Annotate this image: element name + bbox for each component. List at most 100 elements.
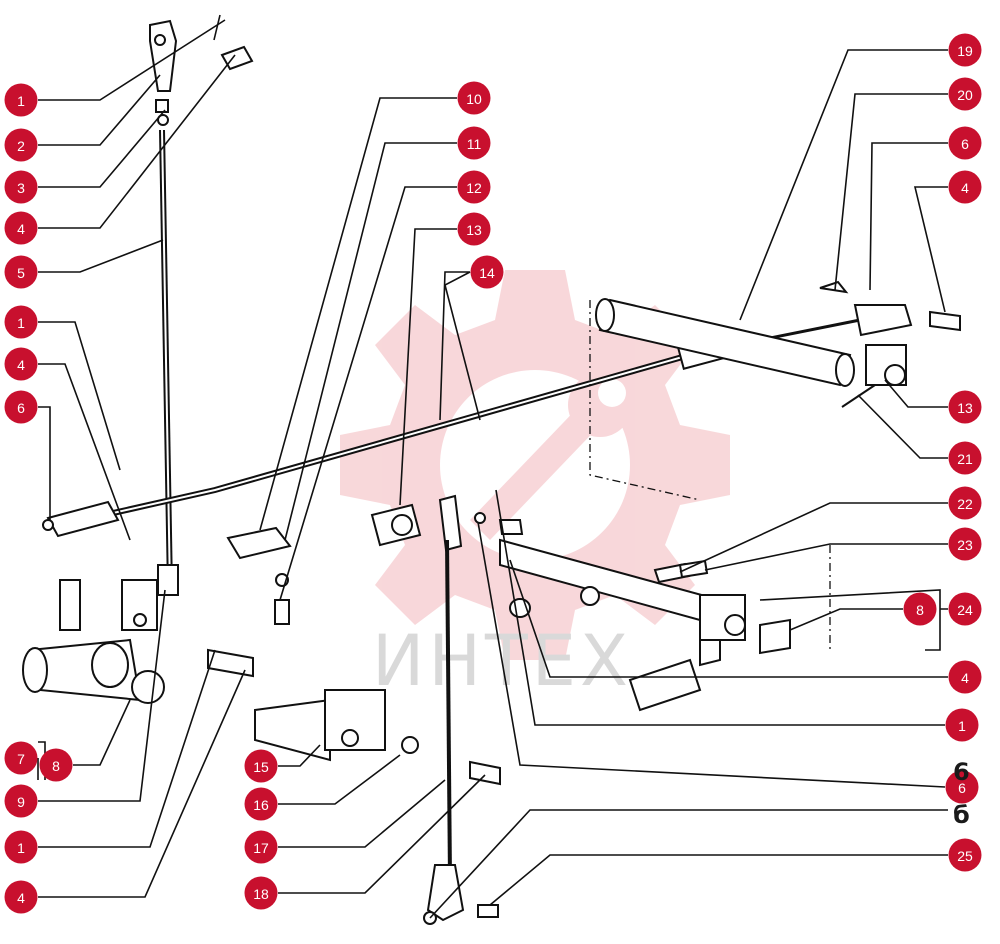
callout-4: 4 [4, 880, 38, 914]
callout-12: 12 [457, 170, 491, 204]
callout-circle [457, 81, 491, 115]
callout-14: 14 [470, 255, 504, 289]
callout-number: 11 [467, 136, 482, 152]
callout-25: 25 [948, 838, 982, 872]
callout-circle [945, 708, 979, 742]
callout-circle [903, 592, 937, 626]
callout-circle [4, 305, 38, 339]
callout-number: 15 [253, 759, 269, 775]
leader-line [278, 779, 446, 848]
callout-circle [4, 880, 38, 914]
callout-number: 4 [17, 890, 25, 906]
callout-number: 3 [17, 180, 25, 196]
callout-6: 6 [948, 126, 982, 160]
leader-line [73, 699, 131, 766]
callout-number: 21 [957, 451, 973, 467]
callout-circle [4, 830, 38, 864]
lower-left-assembly [22, 526, 501, 786]
callout-1: 1 [4, 305, 38, 339]
leader-line [489, 854, 948, 906]
callout-circle [39, 748, 73, 782]
callout-number: 24 [957, 602, 973, 618]
callout-4: 4 [948, 170, 982, 204]
callout-circle [4, 390, 38, 424]
leader-line [439, 271, 481, 421]
callout-16: 16 [244, 787, 278, 821]
callout-circle [948, 838, 982, 872]
callout-number: 12 [466, 180, 482, 196]
leader-line [284, 142, 457, 541]
callout-circle [4, 170, 38, 204]
callout-number: 13 [466, 222, 482, 238]
leader-line [38, 54, 236, 229]
callout-circle [948, 592, 982, 626]
callout-6: 6 [945, 770, 979, 804]
leader-line [399, 228, 457, 506]
callout-circle [948, 126, 982, 160]
callout-number: 9 [17, 794, 25, 810]
leader-line [38, 589, 166, 802]
callout-number: 8 [52, 758, 60, 774]
callout-8: 8 [39, 748, 73, 782]
callout-circle [4, 784, 38, 818]
callout-number: 19 [957, 43, 973, 59]
callout-circle [4, 347, 38, 381]
upper-right-shaft [589, 280, 961, 650]
callout-circle [244, 787, 278, 821]
callout-1: 1 [945, 708, 979, 742]
callout-circle [4, 83, 38, 117]
callout-number: 10 [466, 91, 482, 107]
leader-line [429, 809, 948, 919]
callout-22: 22 [948, 486, 982, 520]
callout-number: 7 [17, 751, 25, 767]
callout-2: 2 [4, 128, 38, 162]
callout-number: 22 [957, 496, 973, 512]
callout-circle [457, 126, 491, 160]
lower-right-frame [370, 494, 791, 712]
callout-number: 4 [17, 357, 25, 373]
callout-circle [244, 876, 278, 910]
callout-circle [948, 33, 982, 67]
parts-drawing [22, 14, 961, 925]
callout-number: 6 [17, 400, 25, 416]
leader-line [913, 186, 948, 313]
leader-line [759, 589, 948, 651]
callout-7: 7 [4, 741, 38, 775]
callout-number: 1 [958, 718, 966, 734]
callout-circle [948, 170, 982, 204]
callout-number: 8 [916, 602, 924, 618]
callout-11: 11 [457, 126, 491, 160]
callout-circle [4, 741, 38, 775]
leader-line [789, 608, 903, 631]
leader-line [278, 754, 401, 805]
leader-line [278, 744, 321, 767]
watermark-gear-logo [340, 270, 730, 660]
leader-line [38, 649, 216, 848]
callout-8: 8 [903, 592, 937, 626]
wrench-icon [470, 400, 605, 540]
leader-line [38, 239, 164, 273]
leader-line [259, 97, 457, 531]
callout-number: 1 [17, 840, 25, 856]
callout-circle [457, 212, 491, 246]
callout-13: 13 [457, 212, 491, 246]
callout-circle [470, 255, 504, 289]
callout-21: 21 [948, 441, 982, 475]
callout-4: 4 [4, 211, 38, 245]
callout-24: 24 [948, 592, 982, 626]
leader-line [679, 502, 948, 573]
callout-number: 4 [961, 180, 969, 196]
leader-line [834, 93, 948, 291]
callout-number: 14 [479, 265, 495, 281]
stray-label-6: 6 [953, 758, 970, 786]
callout-4: 4 [948, 660, 982, 694]
callout-circle [945, 770, 979, 804]
callout-number: 23 [957, 537, 973, 553]
callout-1: 1 [4, 830, 38, 864]
callout-number: 20 [957, 87, 973, 103]
leader-line [38, 74, 161, 146]
callout-circle [244, 749, 278, 783]
callout-9: 9 [4, 784, 38, 818]
